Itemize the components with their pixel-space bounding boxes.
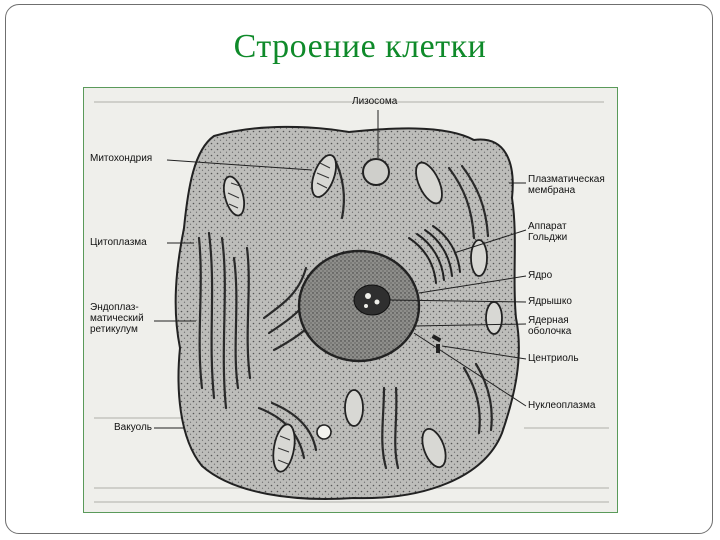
label-endoplasmic-reticulum: Эндоплаз- матический ретикулум xyxy=(90,302,144,335)
mitochondria-cristae xyxy=(227,162,331,465)
endoplasmic-reticulum xyxy=(197,156,493,470)
mitochondria xyxy=(222,154,503,473)
label-cytoplasm: Цитоплазма xyxy=(90,237,147,248)
golgi-apparatus xyxy=(408,225,461,284)
label-plasma-membrane: Плазматическая мембрана xyxy=(528,174,605,196)
vacuole xyxy=(316,424,332,440)
label-centriole: Центриоль xyxy=(528,353,579,364)
label-vacuole: Вакуоль xyxy=(114,422,152,433)
cell-illustration xyxy=(94,101,609,503)
leader-lines xyxy=(154,110,527,429)
label-mitochondria: Митохондрия xyxy=(90,153,153,164)
label-nucleus: Ядро xyxy=(528,270,553,281)
slide-title: Строение клетки xyxy=(233,28,487,65)
nucleolus xyxy=(353,284,391,316)
label-golgi: Аппарат Гольджи xyxy=(528,221,568,243)
cell-diagram: Лизосома Митохондрия Цитоплазма Эндоплаз… xyxy=(83,87,618,513)
label-nucleolus: Ядрышко xyxy=(528,296,572,307)
label-nucleoplasm: Нуклеоплазма xyxy=(528,400,596,411)
label-nuclear-envelope: Ядерная оболочка xyxy=(528,315,572,337)
label-lysosome: Лизосома xyxy=(352,96,398,107)
lysosome xyxy=(362,158,390,186)
